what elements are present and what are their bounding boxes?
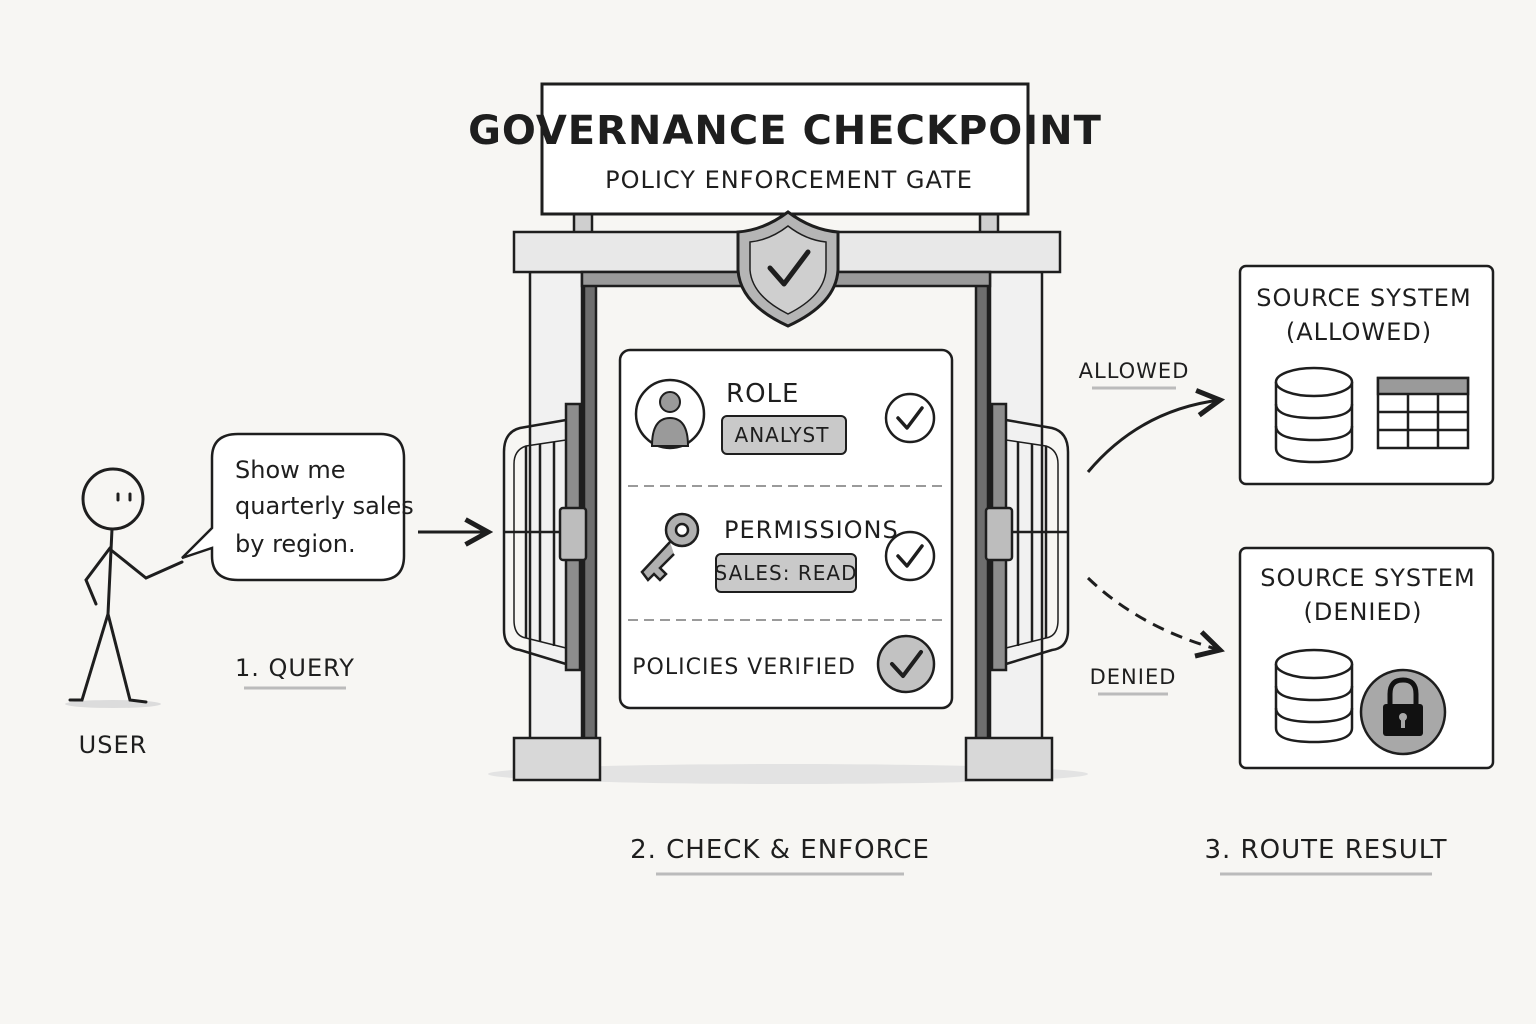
check-circle-icon <box>876 634 936 694</box>
source-system-allowed: SOURCE SYSTEM (ALLOWED) <box>1238 264 1495 486</box>
table-icon <box>1376 376 1470 450</box>
permissions-check-icon <box>884 530 936 582</box>
denied-title-line1: SOURCE SYSTEM <box>1260 564 1475 592</box>
check-row-role: ROLE ANALYST <box>634 378 936 455</box>
policies-label: POLICIES VERIFIED <box>632 655 856 680</box>
gate-subtitle: POLICY ENFORCEMENT GATE <box>605 166 973 194</box>
check-row-permissions: PERMISSIONS SALES: READ <box>640 512 936 593</box>
denied-route-label: DENIED <box>1090 665 1177 689</box>
user-figure <box>65 467 184 708</box>
source-system-denied: SOURCE SYSTEM (DENIED) <box>1238 546 1495 770</box>
role-check-icon <box>884 392 936 444</box>
allowed-title-line2: (ALLOWED) <box>1286 318 1432 346</box>
denied-arrow <box>1086 576 1220 650</box>
allowed-arrow <box>1086 400 1220 473</box>
left-swing-gate <box>502 402 588 672</box>
permissions-label: PERMISSIONS <box>724 516 899 544</box>
shield-check-icon <box>736 210 840 328</box>
gate-sign: GOVERNANCE CHECKPOINT POLICY ENFORCEMENT… <box>468 82 1102 216</box>
allowed-route-label: ALLOWED <box>1079 359 1190 383</box>
user-avatar-icon <box>634 378 706 450</box>
speech-bubble: Show me quarterly sales by region. <box>181 432 414 582</box>
permissions-badge: SALES: READ <box>715 561 858 585</box>
role-label: ROLE <box>726 379 799 409</box>
database-icon <box>1274 366 1354 464</box>
speech-line-1: Show me <box>235 456 346 484</box>
speech-line-3: by region. <box>235 530 356 558</box>
step-check-label: 2. CHECK & ENFORCE <box>630 835 930 865</box>
allowed-title-line1: SOURCE SYSTEM <box>1256 284 1471 312</box>
check-row-policies: POLICIES VERIFIED <box>632 634 936 694</box>
step-query-label: 1. QUERY <box>235 654 355 682</box>
right-swing-gate <box>984 402 1070 672</box>
key-icon <box>640 512 700 582</box>
user-label: USER <box>79 731 148 759</box>
denied-title-line2: (DENIED) <box>1303 598 1422 626</box>
step-route-label: 3. ROUTE RESULT <box>1204 835 1447 865</box>
gate-title: GOVERNANCE CHECKPOINT <box>468 108 1102 154</box>
speech-line-2: quarterly sales <box>235 492 414 520</box>
lock-icon <box>1359 668 1447 756</box>
checks-panel: ROLE ANALYST PERMISSIONS SALES: READ <box>618 348 954 710</box>
role-badge: ANALYST <box>735 423 830 447</box>
database-icon <box>1274 648 1354 744</box>
